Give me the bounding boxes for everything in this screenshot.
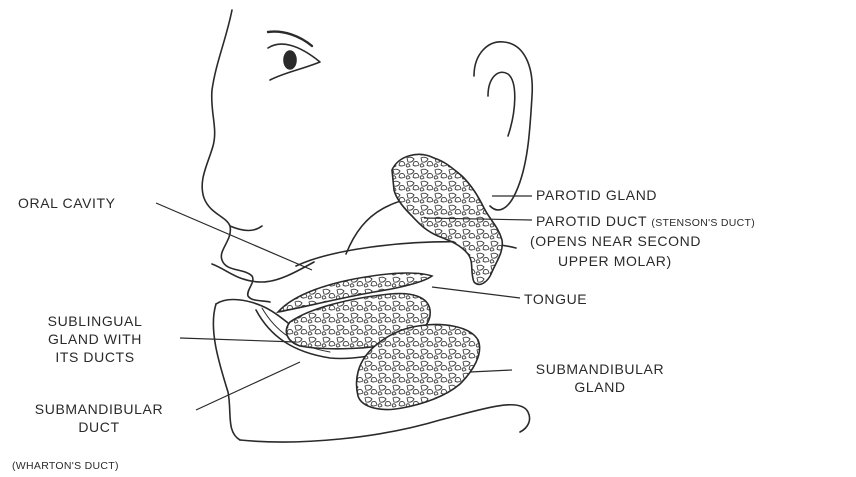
jaw-outline — [240, 405, 530, 442]
label-submandibular-gland-line-2: GLAND — [500, 378, 700, 396]
leader-oral-cavity — [156, 203, 312, 270]
label-sublingual-line-3: ITS DUCTS — [20, 348, 170, 366]
label-oral-cavity: ORAL CAVITY — [18, 194, 116, 212]
leader-submandibular-duct — [196, 362, 300, 410]
label-parotid-gland: PAROTID GLAND — [536, 186, 657, 204]
label-sublingual-gland: SUBLINGUAL GLAND WITH ITS DUCTS — [20, 312, 170, 366]
label-parotid-duct-name: PAROTID DUCT — [536, 213, 647, 229]
label-parotid-duct-alt: (STENSON'S DUCT) — [651, 217, 755, 229]
chin-outline — [213, 304, 240, 440]
face-profile-outline — [202, 10, 270, 302]
ear-inner-outline — [488, 72, 515, 136]
eyebrow-outline — [268, 32, 312, 46]
label-sublingual-line-2: GLAND WITH — [20, 330, 170, 348]
label-sublingual-line-1: SUBLINGUAL — [20, 312, 170, 330]
label-parotid-note-2: UPPER MOLAR) — [558, 252, 672, 270]
label-submandibular-duct: SUBMANDIBULAR DUCT — [6, 400, 192, 436]
leader-sublingual — [180, 338, 296, 342]
label-parotid-duct: PAROTID DUCT (STENSON'S DUCT) — [536, 212, 755, 232]
label-submandibular-duct-line-2: DUCT — [6, 418, 192, 436]
label-submandibular-gland: SUBMANDIBULAR GLAND — [500, 360, 700, 396]
label-submandibular-duct-line-1: SUBMANDIBULAR — [6, 400, 192, 418]
label-submandibular-duct-alt: (WHARTON'S DUCT) — [12, 457, 119, 475]
label-parotid-note-1: (OPENS NEAR SECOND — [530, 232, 701, 250]
leader-tongue — [432, 287, 520, 298]
label-tongue: TONGUE — [524, 290, 587, 308]
ear-outline — [474, 42, 532, 210]
label-submandibular-gland-line-1: SUBMANDIBULAR — [500, 360, 700, 378]
eye-pupil — [284, 51, 296, 69]
nostril-outline — [230, 226, 262, 231]
